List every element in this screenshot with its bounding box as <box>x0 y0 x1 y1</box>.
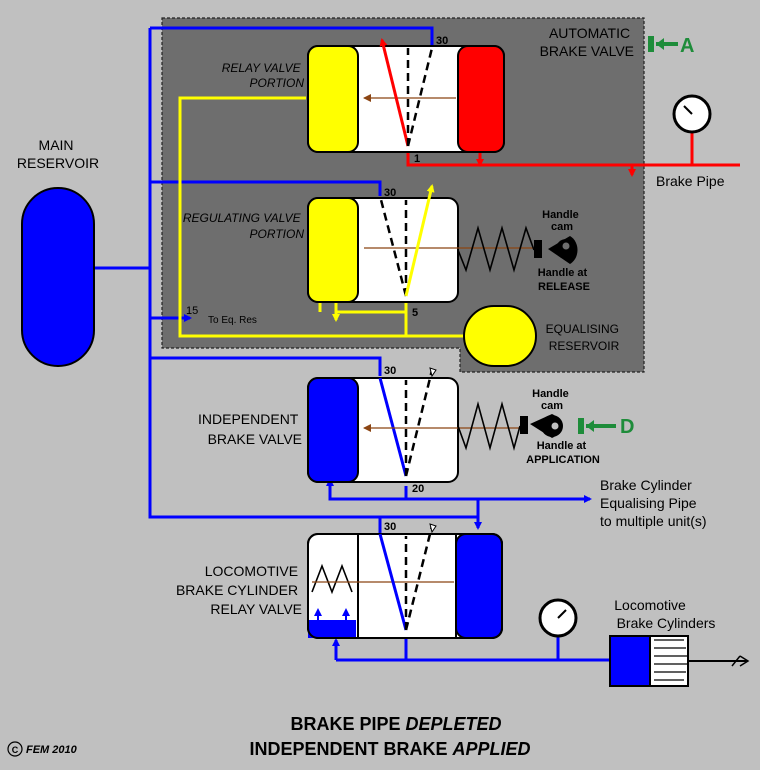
brake-pipe-gauge-icon <box>672 94 712 134</box>
loco-bc-relay-valve <box>307 523 503 639</box>
copyright-symbol: C <box>12 745 19 755</box>
marker-d-label: D <box>620 416 634 438</box>
independent-brake-valve <box>307 367 563 483</box>
relay-valve-portion-label: RELAY VALVE PORTION <box>222 61 305 90</box>
handle-cam-release-label: Handle cam <box>542 209 582 233</box>
automatic-brake-valve-panel <box>161 17 645 373</box>
marker-a-label: A <box>680 35 694 57</box>
independent-brake-valve-label: INDEPENDENT BRAKE VALVE <box>198 411 302 447</box>
port-reg-side: 15 <box>186 305 198 317</box>
title-line-2: INDEPENDENT BRAKE APPLIED <box>249 739 530 759</box>
port-ind-bottom: 20 <box>412 483 424 495</box>
regulating-valve-portion <box>307 184 578 303</box>
title-line-1: BRAKE PIPE DEPLETED <box>290 714 501 734</box>
to-eq-res-label: To Eq. Res <box>208 315 257 326</box>
port-reg-bottom: 5 <box>412 307 418 319</box>
marker-d-icon <box>578 418 616 434</box>
port-reg-top: 30 <box>384 187 396 199</box>
equalising-reservoir-tank <box>463 305 537 367</box>
regulating-valve-portion-label: REGULATING VALVE PORTION <box>183 211 305 241</box>
main-reservoir-tank <box>21 187 95 367</box>
port-relay-bottom: 1 <box>414 153 420 165</box>
bc-equalising-pipe-label: Brake Cylinder Equalising Pipe to multip… <box>600 477 707 529</box>
brake-cylinder-gauge-icon <box>538 598 578 638</box>
handle-at-release-label: Handle at RELEASE <box>538 267 591 293</box>
loco-brake-cylinders-label: Locomotive Brake Cylinders <box>614 597 715 631</box>
equalising-pipes <box>178 96 466 338</box>
loco-brake-cylinder <box>609 635 750 687</box>
port-lbcr-top: 30 <box>384 521 396 533</box>
copyright-text: FEM 2010 <box>26 744 78 756</box>
loco-bc-relay-valve-label: LOCOMOTIVE BRAKE CYLINDER RELAY VALVE <box>176 563 302 617</box>
copyright-icon <box>7 741 23 757</box>
brake-pipe-label: Brake Pipe <box>656 173 725 189</box>
main-reservoir-label: MAIN RESERVOIR <box>17 137 99 171</box>
port-ind-top: 30 <box>384 365 396 377</box>
port-relay-top: 30 <box>436 35 448 47</box>
relay-valve-portion <box>307 38 505 153</box>
handle-at-application-label: Handle at APPLICATION <box>526 440 600 466</box>
handle-cam-application-label: Handle cam <box>532 388 572 412</box>
equalising-reservoir-label: EQUALISING RESERVOIR <box>546 322 623 353</box>
automatic-brake-valve-label: AUTOMATIC BRAKE VALVE <box>540 25 634 59</box>
marker-a-icon <box>648 36 678 52</box>
